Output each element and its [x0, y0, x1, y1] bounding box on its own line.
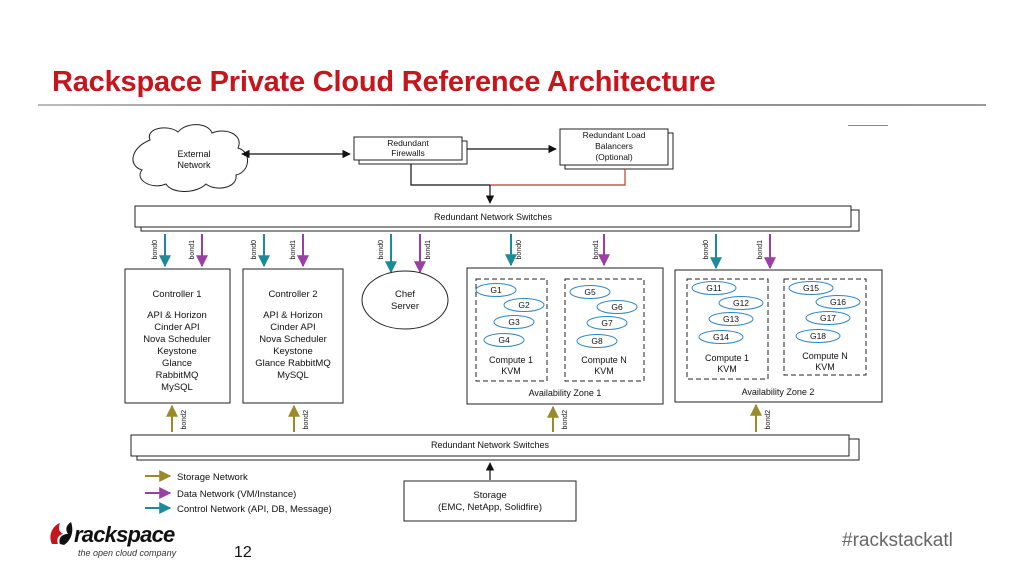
- compute-label: Compute N: [802, 351, 848, 361]
- bond1-label: bond1: [757, 240, 764, 260]
- top-switches-label: Redundant Network Switches: [434, 212, 553, 222]
- top-switches: Redundant Network Switches: [134, 205, 860, 232]
- logo-wordmark: rackspace: [74, 522, 175, 547]
- bond0-label: bond0: [152, 240, 159, 260]
- firewall-switch-connector: [410, 164, 490, 186]
- controller2-line: Nova Scheduler: [259, 334, 327, 345]
- compute-label: KVM: [717, 364, 737, 374]
- bond0-label: bond0: [703, 240, 710, 260]
- guest-label: G3: [508, 317, 520, 327]
- legend: Storage Network Data Network (VM/Instanc…: [145, 470, 332, 515]
- bond0-label: bond0: [251, 240, 258, 260]
- controller1-line: Glance: [162, 358, 192, 369]
- guest-label: G16: [830, 297, 846, 307]
- hashtag: #rackstackatl: [842, 530, 953, 551]
- bond1-label: bond1: [425, 240, 432, 260]
- guest-label: G12: [733, 298, 749, 308]
- page-number: 12: [234, 544, 252, 561]
- bond1-label: bond1: [593, 240, 600, 260]
- guest-label: G14: [713, 332, 729, 342]
- chef-server: Chef Server: [361, 270, 449, 330]
- bond2-label: bond2: [562, 410, 569, 430]
- firewalls-box: Redundant Firewalls: [353, 136, 468, 165]
- controller2-line: Glance RabbitMQ: [255, 358, 331, 369]
- controller2-line: API & Horizon: [263, 310, 323, 321]
- availability-zone-1: G1 G2 G3 G4 Compute 1 KVM G5 G6 G7 G8 Co…: [466, 267, 664, 405]
- controller2-line: Controller 2: [268, 289, 317, 300]
- compute-label: KVM: [501, 366, 521, 376]
- guest-label: G1: [490, 285, 502, 295]
- controller-2-box: Controller 2 API & Horizon Cinder API No…: [242, 268, 344, 404]
- bond0-label: bond0: [378, 240, 385, 260]
- guest-label: G2: [518, 300, 530, 310]
- controller1-line: Controller 1: [152, 289, 201, 300]
- external-network-label-2: Network: [177, 160, 211, 170]
- controller1-line: MySQL: [161, 382, 193, 393]
- chef-label-1: Chef: [395, 289, 415, 300]
- bottom-bond-arrows: bond2 bond2 bond2 bond2: [166, 403, 772, 432]
- guest-label: G15: [803, 283, 819, 293]
- guest-label: G5: [584, 287, 596, 297]
- controller2-line: MySQL: [277, 370, 309, 381]
- controller1-line: API & Horizon: [147, 310, 207, 321]
- external-network-label-1: External: [177, 149, 210, 159]
- logo-tagline: the open cloud company: [78, 548, 177, 558]
- storage-box: Storage (EMC, NetApp, Solidfire): [403, 480, 577, 522]
- external-network-cloud: External Network: [132, 124, 248, 192]
- slide-title: Rackspace Private Cloud Reference Archit…: [52, 66, 716, 98]
- compute-label: KVM: [815, 362, 835, 372]
- guest-label: G8: [591, 336, 603, 346]
- guest-label: G13: [723, 314, 739, 324]
- controller2-line: Keystone: [273, 346, 313, 357]
- compute-label: Compute 1: [489, 355, 533, 365]
- controller1-line: Keystone: [157, 346, 197, 357]
- controller2-line: Cinder API: [270, 322, 315, 333]
- controller1-line: RabbitMQ: [156, 370, 199, 381]
- legend-data: Data Network (VM/Instance): [177, 489, 296, 500]
- zone2-label: Availability Zone 2: [742, 387, 815, 397]
- guest-label: G6: [611, 302, 623, 312]
- storage-label-1: Storage: [473, 490, 506, 501]
- guest-label: G11: [706, 283, 722, 293]
- balancers-label-2: Balancers: [595, 141, 633, 151]
- availability-zone-2: G11 G12 G13 G14 Compute 1 KVM G15 G16 G1…: [674, 269, 883, 403]
- rackspace-logo-icon: [50, 522, 73, 545]
- firewalls-label-1: Redundant: [387, 138, 429, 148]
- compute-label: Compute N: [581, 355, 627, 365]
- balancer-switch-connector: [490, 169, 626, 186]
- guest-label: G18: [810, 331, 826, 341]
- chef-label-2: Server: [391, 301, 419, 312]
- small-divider: [848, 125, 888, 126]
- bond2-label: bond2: [765, 410, 772, 430]
- load-balancers-box: Redundant Load Balancers (Optional): [559, 128, 674, 170]
- title-divider: [38, 104, 986, 106]
- bottom-switches-label: Redundant Network Switches: [431, 440, 550, 450]
- bond0-label: bond0: [516, 240, 523, 260]
- controller-1-box: Controller 1 API & Horizon Cinder API No…: [124, 268, 231, 404]
- zone1-label: Availability Zone 1: [529, 388, 602, 398]
- guest-label: G17: [820, 313, 836, 323]
- compute-label: KVM: [594, 366, 614, 376]
- legend-storage: Storage Network: [177, 472, 248, 483]
- firewalls-label-2: Firewalls: [391, 148, 425, 158]
- top-bond-arrows: bond0 bond1 bond0 bond1 bond0 bond1 bond…: [152, 234, 776, 274]
- controller1-line: Nova Scheduler: [143, 334, 211, 345]
- compute-label: Compute 1: [705, 353, 749, 363]
- balancers-label-1: Redundant Load: [583, 130, 646, 140]
- bond2-label: bond2: [303, 410, 310, 430]
- bond1-label: bond1: [189, 240, 196, 260]
- guest-label: G7: [601, 318, 613, 328]
- balancers-label-3: (Optional): [595, 152, 632, 162]
- controller1-line: Cinder API: [154, 322, 199, 333]
- legend-control: Control Network (API, DB, Message): [177, 504, 332, 515]
- bond2-label: bond2: [181, 410, 188, 430]
- storage-label-2: (EMC, NetApp, Solidfire): [438, 502, 542, 513]
- bottom-switches: Redundant Network Switches: [130, 434, 860, 461]
- guest-label: G4: [498, 335, 510, 345]
- bond1-label: bond1: [290, 240, 297, 260]
